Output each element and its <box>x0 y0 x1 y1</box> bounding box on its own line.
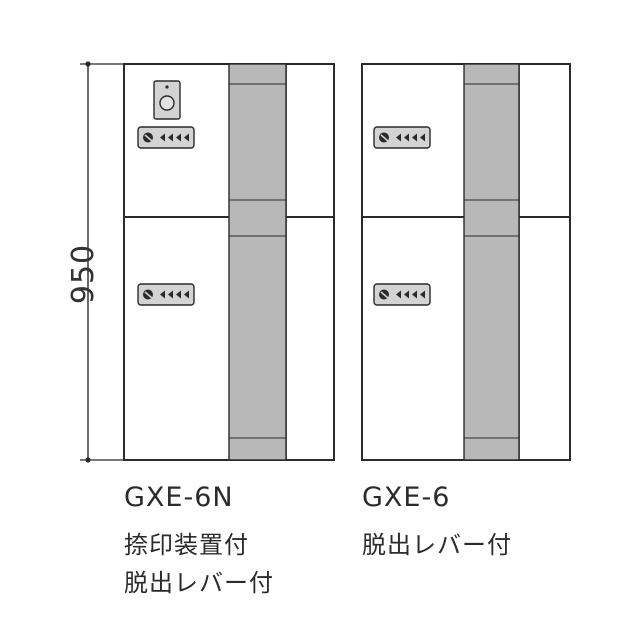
height-dimension-label: 950 <box>66 243 101 305</box>
model-name-gxe-6n: GXE-6N <box>124 482 234 513</box>
feature-escape-lever: 脱出レバー付 <box>124 569 274 597</box>
height-dimension <box>80 61 124 463</box>
escape-lever-channel <box>463 63 520 461</box>
feature-stamp-device: 捺印装置付 <box>124 531 249 559</box>
dimension-tick-bottom <box>85 457 91 463</box>
unit-gxe-6n <box>123 63 335 461</box>
unit-gxe-6 <box>361 63 571 461</box>
model-name-gxe-6: GXE-6 <box>362 482 451 513</box>
dial-lock-icon <box>373 126 431 149</box>
dial-lock-icon <box>373 283 431 306</box>
escape-lever-channel <box>228 63 287 461</box>
dial-lock-icon <box>137 126 195 149</box>
feature-escape-lever: 脱出レバー付 <box>362 531 512 559</box>
dimension-tick-top <box>85 61 91 67</box>
stamp-device-icon <box>153 80 181 120</box>
dial-lock-icon <box>137 283 195 306</box>
